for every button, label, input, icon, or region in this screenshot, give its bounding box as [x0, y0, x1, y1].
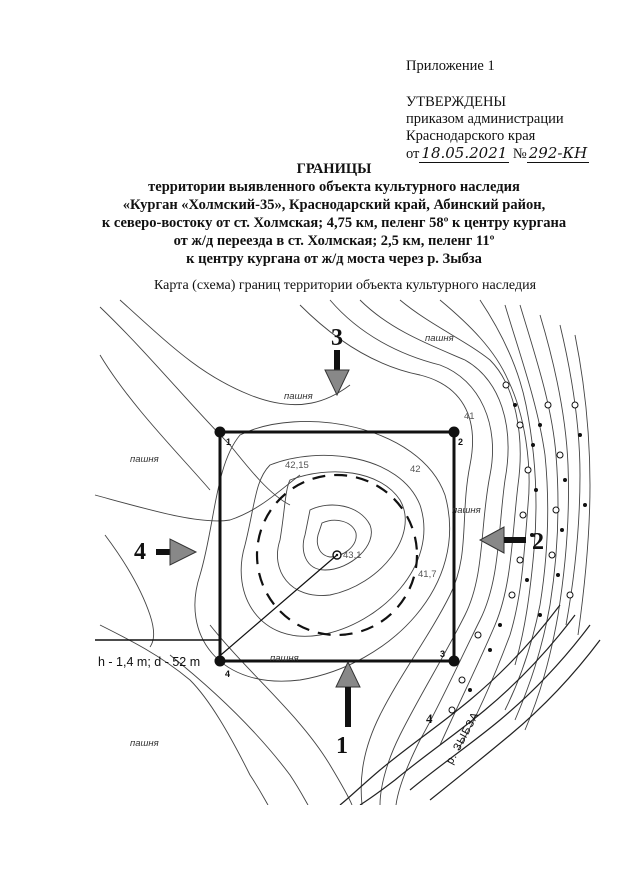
elevation-label-41-7: 41,7: [418, 569, 437, 580]
contour-lines: [94, 299, 591, 805]
boundary-map: 1 2 3 4 1 2 3 4 пашня пашня пашня пашня …: [94, 299, 601, 805]
slope-markers: [448, 381, 579, 714]
map-caption: Карта (схема) границ территории объекта …: [153, 278, 537, 293]
field-label-bottom: пашня: [270, 653, 299, 664]
approved-title: УТВЕРЖДЕНЫ: [406, 94, 507, 110]
slope-dots: [468, 403, 587, 692]
number-sign: №: [512, 146, 527, 162]
corner-point-2: [448, 426, 460, 438]
title-line1: территории выявленного объекта культурно…: [148, 179, 520, 195]
arrow-3: [324, 350, 350, 397]
title-line5: к центру кургана от ж/д моста через р. З…: [186, 251, 482, 267]
arrow-label-4: 4: [134, 539, 146, 565]
arrow-2: [478, 526, 526, 554]
corner-label-1: 1: [226, 437, 231, 447]
title-line2: «Курган «Холмский-35», Краснодарский кра…: [122, 197, 546, 213]
approved-line2: Краснодарского края: [406, 128, 536, 144]
title-line3: к северо-востоку от ст. Холмская; 4,75 к…: [101, 215, 567, 231]
corner-point-3: [448, 655, 460, 667]
document-title: ГРАНИЦЫ территории выявленного объекта к…: [60, 160, 608, 268]
direction-arrows: [156, 350, 526, 727]
arrow-label-2: 2: [532, 529, 544, 555]
order-number: 292-КН: [526, 144, 590, 163]
corner-points: [214, 426, 460, 667]
appendix-label: Приложение 1: [406, 58, 495, 74]
bridge-mark: 4: [426, 711, 433, 726]
elevation-label-42-15: 42,15: [285, 460, 309, 471]
mound-boundary-circle: [255, 473, 419, 637]
corner-label-2: 2: [458, 437, 463, 447]
arrow-4: [156, 538, 198, 566]
elevation-label-41: 41: [464, 411, 475, 422]
dimension-note: h - 1,4 m; d - 52 m: [98, 655, 200, 669]
title-line4: от ж/д переезда в ст. Холмская; 2,5 км, …: [173, 233, 495, 249]
elevation-label-42: 42: [410, 464, 421, 475]
approval-block: УТВЕРЖДЕНЫ приказом администрации Красно…: [406, 94, 590, 163]
corner-label-3: 3: [440, 649, 445, 659]
approved-line1: приказом администрации: [406, 111, 564, 127]
arrow-label-1: 1: [336, 733, 348, 759]
title-heading: ГРАНИЦЫ: [296, 161, 372, 177]
corner-label-4: 4: [225, 669, 230, 679]
elevation-label-43-1: 43,1: [343, 550, 362, 561]
corner-point-1: [214, 426, 226, 438]
field-label-top: пашня: [425, 333, 454, 344]
field-label-upper: пашня: [284, 391, 313, 402]
field-label-left: пашня: [130, 454, 159, 465]
arrow-1: [335, 660, 361, 727]
from-prefix: от: [406, 146, 420, 162]
order-date: 18.05.2021: [419, 144, 510, 163]
river-banks: [339, 604, 601, 805]
field-label-lower-left: пашня: [130, 738, 159, 749]
arrow-label-3: 3: [331, 325, 343, 351]
boundary-square: [218, 430, 456, 663]
note-leader-line: [214, 554, 338, 661]
corner-point-4: [214, 655, 226, 667]
field-label-right: пашня: [452, 505, 481, 516]
